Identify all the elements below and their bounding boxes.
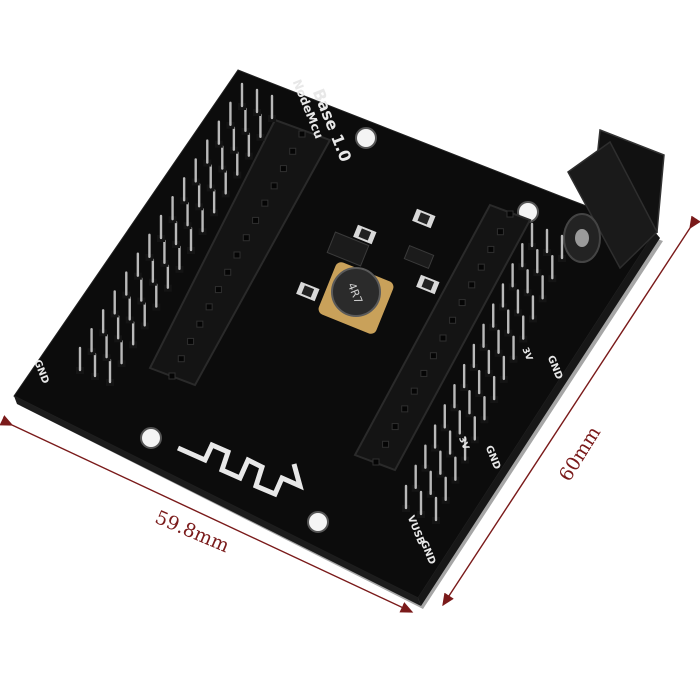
socket-hole bbox=[401, 405, 409, 413]
socket-hole bbox=[382, 440, 390, 448]
socket-hole bbox=[372, 458, 380, 466]
socket-hole bbox=[391, 423, 399, 431]
socket-hole bbox=[496, 228, 504, 236]
socket-hole bbox=[487, 245, 495, 253]
smd-components bbox=[296, 208, 440, 302]
socket-hole bbox=[439, 334, 447, 342]
socket-hole bbox=[449, 316, 457, 324]
socket-hole bbox=[177, 355, 185, 363]
socket-holes-left bbox=[168, 130, 306, 380]
socket-hole bbox=[279, 165, 287, 173]
socket-hole bbox=[420, 369, 428, 377]
socket-hole bbox=[242, 234, 250, 242]
mounting-hole bbox=[140, 427, 162, 449]
socket-hole bbox=[270, 182, 278, 190]
socket-hole bbox=[506, 210, 514, 218]
socket-hole bbox=[196, 320, 204, 328]
label-mid-3v: 3V bbox=[456, 435, 470, 451]
socket-hole bbox=[233, 251, 241, 259]
mounting-hole bbox=[355, 127, 377, 149]
socket-hole bbox=[458, 299, 466, 307]
socket-hole bbox=[214, 286, 222, 294]
label-right-3v: 3V bbox=[519, 346, 533, 362]
socket-hole bbox=[224, 268, 232, 276]
width-label: 59.8mm bbox=[152, 506, 233, 557]
socket-hole bbox=[187, 337, 195, 345]
mounting-hole bbox=[307, 511, 329, 533]
male-pin-array-right bbox=[402, 222, 566, 524]
socket-hole bbox=[410, 387, 418, 395]
socket-holes-right bbox=[372, 210, 514, 466]
socket-hole bbox=[205, 303, 213, 311]
socket-hole bbox=[289, 147, 297, 155]
antenna-trace bbox=[176, 441, 304, 498]
inductor: 4R7 bbox=[318, 262, 394, 334]
socket-hole bbox=[429, 352, 437, 360]
height-label: 60mm bbox=[555, 423, 606, 486]
socket-hole bbox=[298, 130, 306, 138]
socket-hole bbox=[468, 281, 476, 289]
socket-hole bbox=[252, 216, 260, 224]
male-pin-array-left bbox=[76, 82, 276, 386]
socket-hole bbox=[477, 263, 485, 271]
dc-barrel-jack bbox=[563, 128, 665, 270]
socket-hole bbox=[261, 199, 269, 207]
socket-hole bbox=[168, 372, 176, 380]
